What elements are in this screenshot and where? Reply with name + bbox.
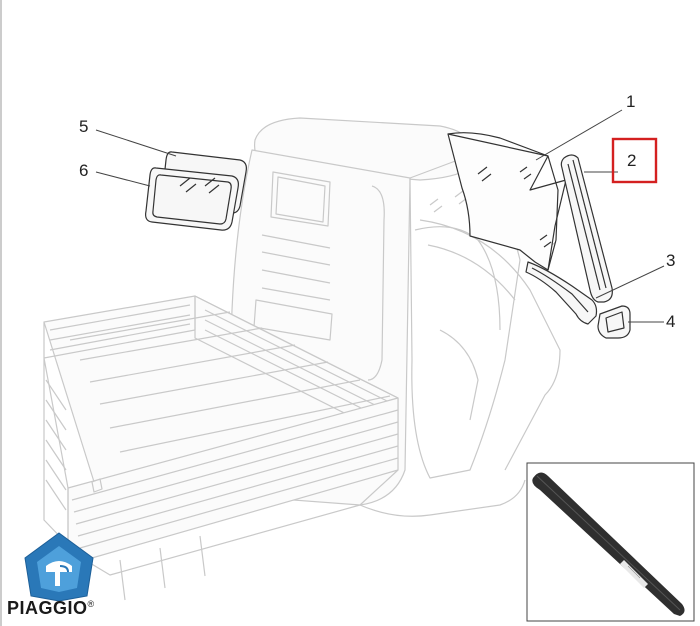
highlight-box [611, 137, 658, 184]
seal-strip-photo [532, 472, 685, 616]
callout-6: 6 [79, 161, 151, 187]
windshield-seal-strip-part-2 [560, 154, 613, 303]
piaggio-logo-icon [24, 532, 94, 602]
registered-mark: ® [87, 599, 95, 609]
inset-photo-box [526, 462, 695, 622]
piaggio-brand-name: PIAGGIO® [7, 598, 95, 619]
side-trim-profile-part-3 [525, 261, 598, 325]
callout-5: 5 [79, 117, 177, 157]
windshield-glass-part-1 [447, 132, 567, 271]
callout-1: 1 [535, 92, 635, 161]
cargo-bed-ghost [43, 295, 399, 601]
svg-text:6: 6 [79, 161, 88, 180]
rear-window-seal-part-6 [145, 167, 239, 231]
callout-2: 2 [584, 137, 658, 184]
end-cap-part-4 [597, 305, 631, 339]
callout-4: 4 [628, 312, 675, 331]
svg-text:5: 5 [79, 117, 88, 136]
svg-text:4: 4 [666, 312, 675, 331]
svg-text:1: 1 [626, 92, 635, 111]
svg-text:2: 2 [627, 151, 636, 170]
svg-text:3: 3 [666, 251, 675, 270]
callout-3: 3 [595, 251, 675, 299]
brand-name-text: PIAGGIO [7, 598, 88, 618]
